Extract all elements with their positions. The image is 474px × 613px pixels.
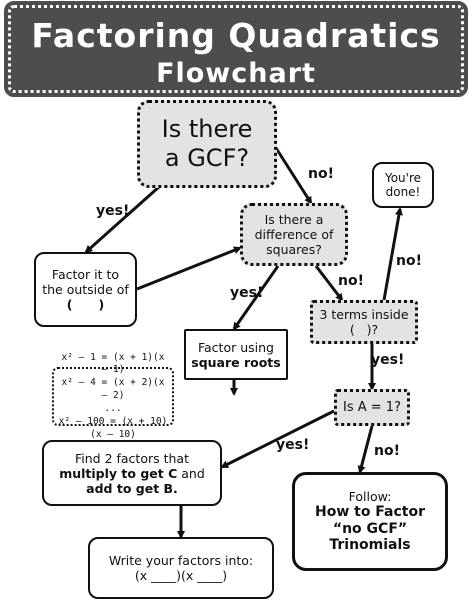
- follow-line-3: “no GCF”: [332, 520, 408, 537]
- title-line-2: Flowchart: [156, 58, 316, 89]
- label-no-diff: no!: [338, 273, 364, 289]
- write-factors-node: Write your factors into: (x ____)(x ____…: [88, 537, 274, 599]
- find2-multiply-text: multiply to get C: [59, 465, 178, 481]
- find2-line-3: add to get B.: [86, 480, 178, 496]
- done-node: You're done!: [372, 162, 434, 208]
- square-roots-node: Factor using square roots: [184, 329, 288, 380]
- diff-line-3: squares?: [266, 242, 322, 257]
- diff-line-2: difference of: [254, 227, 334, 242]
- sqroots-line-1: Factor using: [197, 339, 274, 355]
- three-terms-line-1: 3 terms inside: [319, 307, 409, 322]
- examples-box: x² – 1 = (x + 1)(x – 1) x² – 4 = (x + 2)…: [52, 352, 174, 440]
- find2-and-text: and: [177, 465, 205, 481]
- label-yes-threeterms: yes!: [371, 352, 405, 368]
- label-yes-a1: yes!: [276, 437, 310, 453]
- three-terms-node: 3 terms inside ( )?: [310, 300, 418, 344]
- example-line-4: x² – 100 = (x + 10)(x – 10): [58, 415, 168, 440]
- arrow-threeterms-to-done: [382, 207, 403, 301]
- label-yes-diff: yes!: [230, 285, 264, 301]
- label-no-threeterms: no!: [396, 253, 422, 269]
- find-two-factors-node: Find 2 factors that multiply to get C an…: [42, 440, 222, 506]
- factor-out-node: Factor it to the outside of ( ): [34, 252, 137, 327]
- arrow-a1-to-follow: [357, 425, 374, 474]
- gcf-line-1: Is there: [161, 115, 253, 144]
- arrow-gcf-to-factor: [84, 184, 161, 254]
- difference-of-squares-node: Is there a difference of squares?: [240, 203, 348, 266]
- a-equals-1-node: Is A = 1?: [334, 389, 410, 426]
- find2-line-2: multiply to get C and: [59, 466, 205, 481]
- example-line-3: ...: [104, 402, 122, 414]
- title-line-1: Factoring Quadratics: [31, 16, 441, 55]
- example-line-1: x² – 1 = (x + 1)(x – 1): [61, 351, 165, 376]
- done-line-1: You're: [384, 170, 422, 185]
- label-no-a1: no!: [374, 443, 400, 459]
- write-line-2: (x ____)(x ____): [134, 568, 228, 583]
- example-line-2: x² – 4 = (x + 2)(x – 2): [61, 377, 165, 402]
- gcf-question-node: Is there a GCF?: [137, 100, 277, 188]
- arrow-a1-to-find2: [220, 409, 335, 469]
- factor-out-line-3: ( ): [66, 297, 105, 312]
- label-yes-gcf: yes!: [96, 203, 130, 219]
- find2-line-1: Find 2 factors that: [74, 450, 189, 466]
- factor-out-line-2: the outside of: [42, 282, 129, 297]
- factor-out-line-1: Factor it to: [51, 267, 120, 282]
- follow-line-1: Follow:: [348, 488, 392, 504]
- gcf-line-2: a GCF?: [164, 144, 250, 172]
- follow-line-4: Trinomials: [329, 537, 411, 554]
- a1-line-1: Is A = 1?: [343, 399, 401, 415]
- arrow-diff-to-threeterms: [314, 265, 344, 302]
- follow-node: Follow: How to Factor “no GCF” Trinomial…: [292, 472, 448, 571]
- follow-line-2: How to Factor: [314, 503, 426, 520]
- arrow-diff-to-sqroots: [232, 265, 280, 331]
- sqroots-line-2: square roots: [191, 354, 281, 370]
- label-no-gcf: no!: [308, 166, 334, 182]
- write-line-1: Write your factors into:: [108, 553, 254, 568]
- title-banner: Factoring Quadratics Flowchart: [4, 1, 468, 97]
- three-terms-line-2: ( )?: [349, 322, 379, 337]
- arrow-gcf-to-diff: [274, 147, 313, 205]
- arrow-factor-to-diff: [136, 246, 242, 291]
- diff-line-1: Is there a: [264, 212, 324, 227]
- done-line-2: done!: [385, 185, 421, 199]
